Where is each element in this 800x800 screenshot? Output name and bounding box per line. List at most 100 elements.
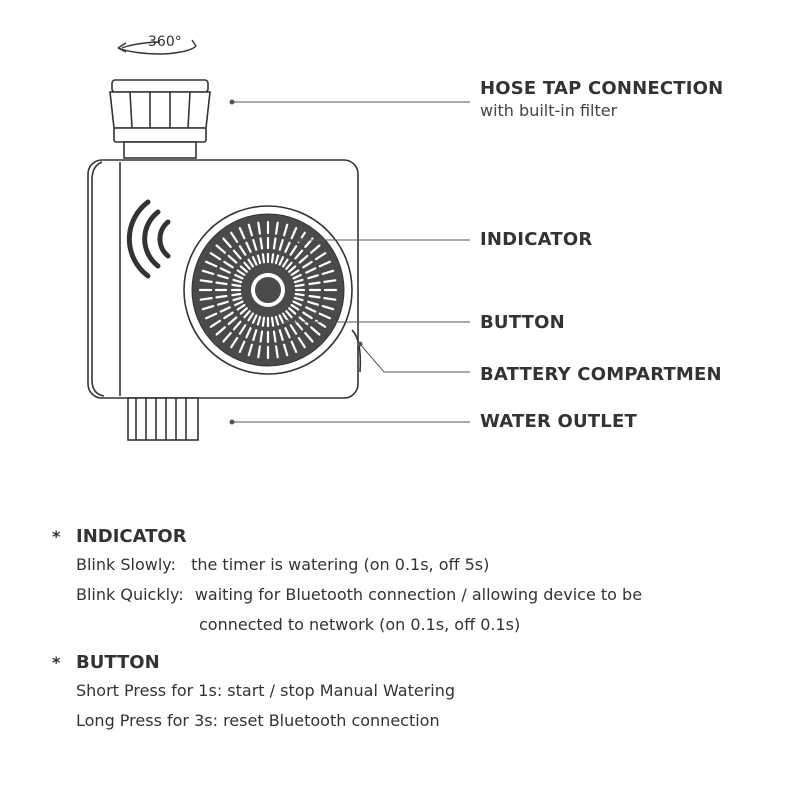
light-ray: [274, 254, 280, 265]
indicator-light-rays: [198, 220, 338, 360]
light-ray: [199, 297, 213, 301]
light-ray: [199, 279, 213, 283]
light-ray: [217, 274, 229, 280]
light-ray: [261, 253, 266, 264]
light-ray: [307, 274, 319, 280]
callout-water-outlet: WATER OUTLET: [480, 411, 637, 432]
light-ray: [252, 329, 258, 341]
light-ray: [270, 253, 275, 264]
light-ray: [256, 315, 262, 326]
light-ray: [304, 332, 314, 343]
light-ray: [257, 221, 261, 235]
light-ray: [215, 326, 226, 336]
light-ray: [323, 279, 337, 283]
light-ray: [245, 241, 252, 253]
light-ray: [231, 292, 242, 297]
light-ray: [278, 239, 284, 251]
light-ray: [288, 307, 297, 315]
indicator-notes: * INDICATOR Blink Slowly: the timer is w…: [52, 524, 772, 640]
light-ray: [278, 256, 285, 266]
callout-battery-title: BATTERY COMPARTMEN: [480, 364, 722, 385]
callout-hose-tap-title: HOSE TAP CONNECTION: [480, 78, 724, 99]
light-ray: [236, 269, 246, 276]
light-ray: [227, 316, 238, 326]
blink-quickly-continued: connected to network (on 0.1s, off 0.1s): [199, 615, 521, 634]
blink-quickly-line: Blink Quickly: waiting for Bluetooth con…: [76, 580, 772, 610]
light-ray: [318, 260, 331, 268]
wireless-signal-icon: [126, 199, 171, 279]
light-ray: [238, 324, 247, 335]
light-ray: [270, 316, 275, 327]
bullet-icon: *: [52, 653, 61, 672]
light-ray: [292, 273, 302, 280]
light-ray: [314, 252, 327, 261]
light-ray: [307, 300, 319, 306]
light-ray: [310, 326, 321, 336]
light-ray: [257, 345, 261, 359]
light-ray: [230, 231, 239, 244]
light-ray: [321, 305, 335, 311]
power-button[interactable]: [250, 272, 286, 308]
light-ray: [272, 237, 277, 250]
rotation-label: 360°: [148, 34, 182, 50]
light-ray: [318, 312, 331, 320]
light-ray: [230, 336, 239, 349]
light-ray: [227, 254, 238, 264]
light-ray: [234, 273, 244, 280]
light-ray: [209, 252, 222, 261]
light-ray: [215, 294, 228, 299]
light-ray: [308, 294, 321, 299]
light-ray: [243, 310, 251, 319]
light-ray: [290, 304, 300, 311]
callout-indicator: INDICATOR: [480, 229, 592, 250]
light-ray: [222, 237, 232, 248]
light-ray: [222, 332, 232, 343]
light-ray: [205, 260, 218, 268]
light-ray: [290, 269, 300, 276]
light-ray: [247, 312, 254, 322]
light-ray: [278, 329, 284, 341]
light-ray: [205, 312, 218, 320]
light-ray: [282, 258, 289, 268]
light-ray: [251, 256, 258, 266]
callout-indicator-title: INDICATOR: [480, 229, 593, 250]
light-ray: [239, 265, 248, 273]
light-ray: [219, 267, 231, 274]
light-ray: [292, 300, 302, 307]
light-ray: [245, 327, 252, 339]
indicator-notes-heading: * INDICATOR: [52, 524, 772, 550]
light-ray: [275, 345, 279, 359]
light-ray: [290, 227, 298, 240]
light-ray: [247, 343, 253, 357]
light-ray: [247, 258, 254, 268]
light-ray: [243, 261, 251, 270]
light-ray: [305, 306, 317, 313]
blink-slowly-label: Blink Slowly:: [76, 555, 176, 574]
rotation-arrow-icon: [117, 39, 197, 55]
light-ray: [284, 241, 291, 253]
light-ray: [209, 319, 222, 328]
water-outlet-connector: [127, 397, 199, 441]
long-press-line: Long Press for 3s: reset Bluetooth conne…: [76, 711, 440, 730]
light-ray: [323, 297, 337, 301]
light-ray: [294, 320, 304, 331]
callout-hose-tap-subtitle: with built-in filter: [480, 101, 618, 120]
blink-quickly-label: Blink Quickly:: [76, 585, 184, 604]
button-notes: * BUTTON Short Press for 1s: start / sto…: [52, 650, 772, 736]
light-ray: [231, 283, 242, 288]
light-ray: [285, 310, 293, 319]
light-ray: [302, 311, 313, 320]
light-ray: [215, 281, 228, 286]
light-ray: [294, 283, 305, 288]
light-ray: [282, 312, 289, 322]
button-notes-title: BUTTON: [76, 652, 160, 673]
light-ray: [294, 249, 304, 260]
callout-water-outlet-title: WATER OUTLET: [480, 411, 637, 432]
light-ray: [232, 296, 243, 302]
light-ray: [284, 327, 291, 339]
light-ray: [305, 267, 317, 274]
light-ray: [223, 311, 234, 320]
light-ray: [238, 227, 246, 240]
light-ray: [232, 278, 243, 284]
light-ray: [289, 245, 298, 256]
